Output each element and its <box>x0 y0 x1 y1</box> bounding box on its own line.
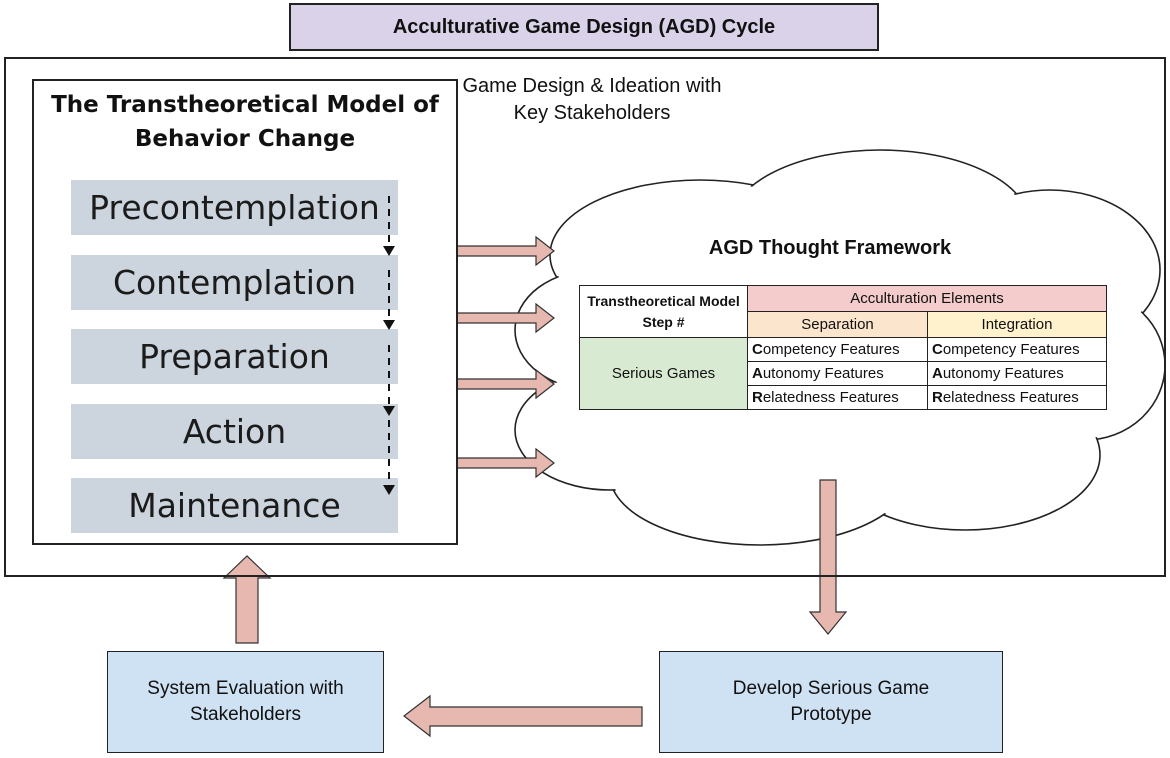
separation-header: Separation <box>747 311 928 338</box>
up-arrow <box>222 555 272 644</box>
ttm-title: The Transtheoretical Model of Behavior C… <box>51 92 439 152</box>
separation-relatedness: Relatedness Features <box>747 385 928 410</box>
stage-action: Action <box>71 404 398 459</box>
stage-contemplation: Contemplation <box>71 255 398 310</box>
integration-relatedness: Relatedness Features <box>927 385 1107 410</box>
arrowhead-2 <box>383 320 395 330</box>
serious-games-cell: Serious Games <box>579 337 748 410</box>
develop-prototype-box: Develop Serious Game Prototype <box>659 651 1003 753</box>
separation-autonomy: Autonomy Features <box>747 361 928 386</box>
arrowhead-4 <box>383 485 395 495</box>
cycle-title: Acculturative Game Design (AGD) Cycle <box>289 3 879 51</box>
system-evaluation-box: System Evaluation with Stakeholders <box>107 651 384 753</box>
framework-title: AGD Thought Framework <box>708 237 952 259</box>
arrowhead-3 <box>383 406 395 416</box>
ttm-panel <box>32 79 458 545</box>
left-arrow <box>403 694 643 738</box>
separation-competency: Competency Features <box>747 337 928 362</box>
stage-preparation: Preparation <box>71 329 398 384</box>
integration-header: Integration <box>927 311 1107 338</box>
integration-competency: Competency Features <box>927 337 1107 362</box>
integration-autonomy: Autonomy Features <box>927 361 1107 386</box>
stage-maintenance: Maintenance <box>71 478 398 533</box>
arrowhead-1 <box>383 246 395 256</box>
down-arrow <box>808 479 848 635</box>
stage-precontemplation: Precontemplation <box>71 180 398 235</box>
ideation-label: Game Design & Ideation with Key Stakehol… <box>462 75 722 124</box>
ideation-container <box>4 57 1166 577</box>
step-header: Transtheoretical Model Step # <box>579 285 748 338</box>
acculturation-header: Acculturation Elements <box>747 285 1107 312</box>
framework-table: Transtheoretical Model Step # Acculturat… <box>579 285 1107 410</box>
